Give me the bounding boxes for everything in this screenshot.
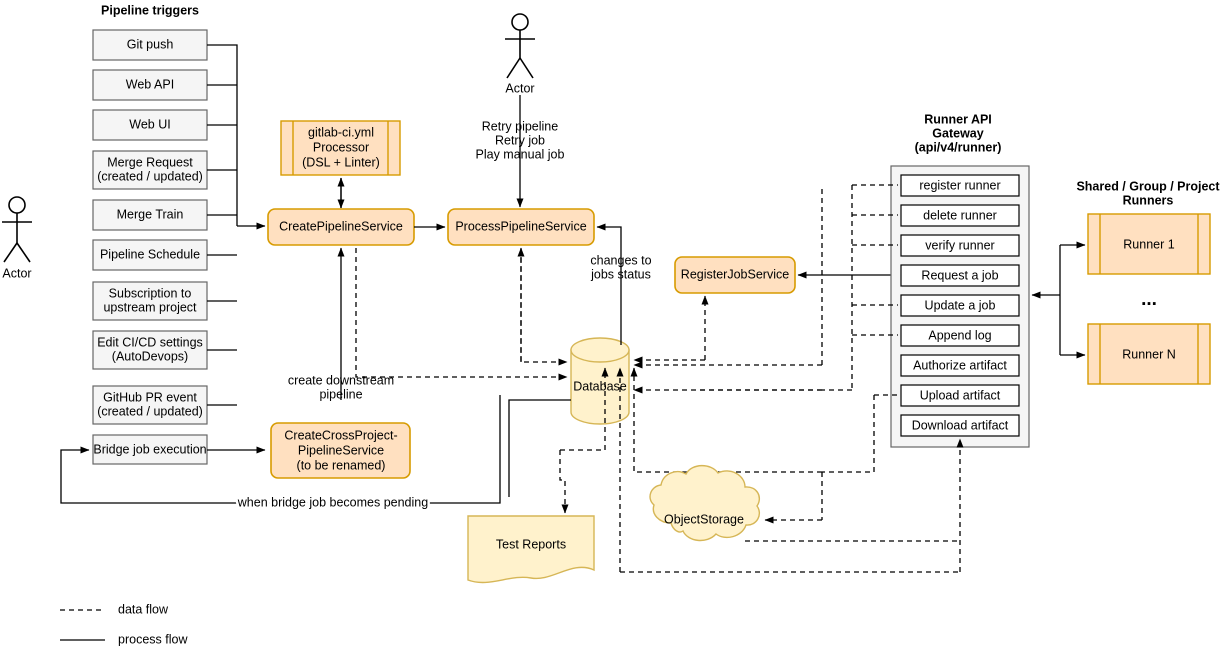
runner-gateway-title-line3: (api/v4/runner) <box>915 140 1002 154</box>
process-pipeline-service[interactable]: ProcessPipelineService <box>447 208 595 246</box>
gateway-item-label: Update a job <box>925 298 996 312</box>
trigger-label: Web UI <box>129 117 170 131</box>
bridge-pending-label: when bridge job becomes pending <box>237 495 428 509</box>
cross-project-label-2: PipelineService <box>298 443 384 457</box>
trigger-list: Git push Web API Web UI Merge Request (c… <box>92 29 208 465</box>
gateway-item-label: Request a job <box>921 268 998 282</box>
cross-project-label-1: CreateCrossProject- <box>284 428 397 442</box>
actor-left-label: Actor <box>2 266 31 280</box>
gateway-item-register-runner[interactable]: register runner <box>900 174 1020 197</box>
create-downstream-label-2: pipeline <box>319 387 362 401</box>
edge-database-to-testreports <box>559 450 569 514</box>
runner-n-label: Runner N <box>1122 347 1176 361</box>
legend-process-flow-label: process flow <box>118 632 188 646</box>
test-reports-label: Test Reports <box>496 537 566 551</box>
trigger-merge-train[interactable]: Merge Train <box>92 199 208 231</box>
edge-create-to-database <box>355 248 568 381</box>
gateway-dashed-bus <box>616 184 964 573</box>
object-storage-label: ObjectStorage <box>664 512 744 526</box>
legend: data flow process flow <box>60 602 188 646</box>
trigger-web-ui[interactable]: Web UI <box>92 109 208 141</box>
trigger-subscription[interactable]: Subscription to upstream project <box>92 281 208 321</box>
trigger-label-2: (AutoDevops) <box>112 349 188 363</box>
gateway-item-upload-artifact[interactable]: Upload artifact <box>900 384 1020 407</box>
trigger-label: Merge Train <box>117 207 184 221</box>
runner-1[interactable]: Runner 1 <box>1087 213 1211 275</box>
retry-label-line2: Retry job <box>495 133 545 147</box>
trigger-pipeline-schedule[interactable]: Pipeline Schedule <box>92 239 208 271</box>
trigger-bridge-job[interactable]: Bridge job execution <box>92 434 208 465</box>
actor-left: Actor <box>2 196 32 280</box>
trigger-label: Pipeline Schedule <box>100 247 200 261</box>
process-pipeline-service-label: ProcessPipelineService <box>455 219 586 233</box>
gateway-item-authorize-artifact[interactable]: Authorize artifact <box>900 354 1020 377</box>
trigger-label-2: upstream project <box>103 300 197 314</box>
trigger-bus-edges <box>207 44 266 406</box>
gateway-endpoints: register runner delete runner verify run… <box>900 174 1020 437</box>
gateway-item-append-log[interactable]: Append log <box>900 324 1020 347</box>
retry-label-line3: Play manual job <box>476 147 565 161</box>
trigger-edit-cicd[interactable]: Edit CI/CD settings (AutoDevops) <box>92 330 208 370</box>
object-storage-store[interactable]: ObjectStorage <box>649 464 761 542</box>
trigger-git-push[interactable]: Git push <box>92 29 208 61</box>
trigger-label: Subscription to <box>109 286 192 300</box>
gateway-item-label: register runner <box>919 178 1000 192</box>
database-store[interactable]: Database <box>570 337 630 425</box>
processor-label-2: Processor <box>313 140 369 154</box>
runner-ellipsis: ... <box>1141 289 1157 310</box>
runners-title-line1: Shared / Group / Project <box>1076 179 1220 193</box>
edge-database-to-bridge-loop <box>508 399 571 497</box>
register-job-service[interactable]: RegisterJobService <box>674 256 796 294</box>
retry-label-line1: Retry pipeline <box>482 119 558 133</box>
edge-bridge-pending-loop <box>60 395 501 504</box>
trigger-label: Merge Request <box>107 155 193 169</box>
runner-n[interactable]: Runner N <box>1087 323 1211 385</box>
gateway-item-label: Append log <box>928 328 991 342</box>
gateway-item-update-a-job[interactable]: Update a job <box>900 294 1020 317</box>
register-job-service-label: RegisterJobService <box>681 267 789 281</box>
trigger-label-2: (created / updated) <box>97 404 203 418</box>
gateway-item-label: Upload artifact <box>920 388 1001 402</box>
edge-process-to-database <box>520 248 568 366</box>
trigger-merge-request[interactable]: Merge Request (created / updated) <box>92 150 208 190</box>
trigger-web-api[interactable]: Web API <box>92 69 208 101</box>
test-reports-store[interactable]: Test Reports <box>467 515 595 584</box>
gateway-item-download-artifact[interactable]: Download artifact <box>900 414 1020 437</box>
create-pipeline-service[interactable]: CreatePipelineService <box>267 208 415 246</box>
gateway-item-label: delete runner <box>923 208 997 222</box>
create-cross-project-pipeline-service[interactable]: CreateCrossProject- PipelineService (to … <box>270 422 411 479</box>
changes-jobs-status-label-2: jobs status <box>590 267 651 281</box>
gateway-item-delete-runner[interactable]: delete runner <box>900 204 1020 227</box>
create-pipeline-service-label: CreatePipelineService <box>279 219 403 233</box>
runner-1-label: Runner 1 <box>1123 237 1174 251</box>
edge-changes-jobs-status <box>596 223 622 345</box>
runner-edges <box>1031 241 1086 359</box>
trigger-label: Git push <box>127 37 174 51</box>
trigger-label: Bridge job execution <box>93 442 206 456</box>
changes-jobs-status-label-1: changes to <box>590 253 651 267</box>
runner-gateway-title-line2: Gateway <box>932 126 983 140</box>
trigger-label-2: (created / updated) <box>97 169 203 183</box>
pipeline-triggers-title: Pipeline triggers <box>101 3 199 17</box>
legend-data-flow-label: data flow <box>118 602 169 616</box>
actor-top: Actor <box>505 13 535 95</box>
processor-label-1: gitlab-ci.yml <box>308 125 374 139</box>
gateway-item-label: Authorize artifact <box>913 358 1007 372</box>
cross-project-label-3: (to be renamed) <box>297 458 386 472</box>
gateway-item-label: verify runner <box>925 238 994 252</box>
gateway-item-label: Download artifact <box>912 418 1009 432</box>
trigger-label: GitHub PR event <box>103 390 197 404</box>
runner-gateway-title-line1: Runner API <box>924 112 992 126</box>
processor-label-3: (DSL + Linter) <box>302 155 380 169</box>
trigger-github-pr[interactable]: GitHub PR event (created / updated) <box>92 385 208 425</box>
runners-title-line2: Runners <box>1123 193 1174 207</box>
gateway-item-request-a-job[interactable]: Request a job <box>900 264 1020 287</box>
trigger-label: Web API <box>126 77 174 91</box>
trigger-label: Edit CI/CD settings <box>97 335 203 349</box>
gateway-item-verify-runner[interactable]: verify runner <box>900 234 1020 257</box>
create-downstream-label-1: create downstream <box>288 373 394 387</box>
gitlab-ci-yml-processor[interactable]: gitlab-ci.yml Processor (DSL + Linter) <box>280 120 401 176</box>
database-label: Database <box>573 379 627 393</box>
actor-top-label: Actor <box>505 81 534 95</box>
